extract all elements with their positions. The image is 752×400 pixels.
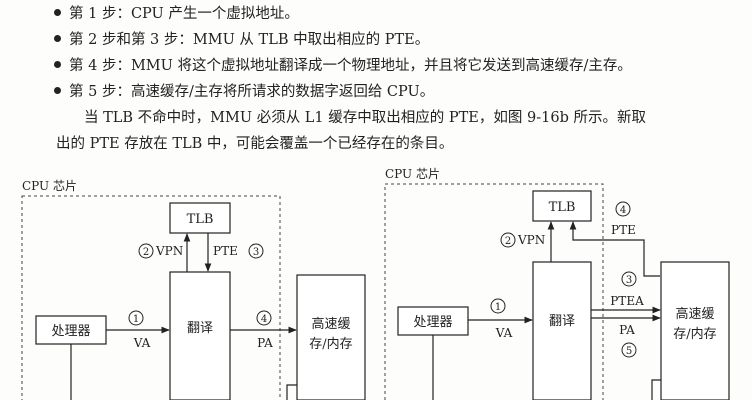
bullet-icon (54, 34, 61, 42)
pte-label: PTE (611, 223, 636, 237)
vpn-label: VPN (517, 233, 545, 247)
step-1-item: 第 1 步：CPU 产生一个虚拟地址。 (54, 4, 299, 24)
cpu-chip-boundary (384, 183, 604, 400)
step-1-number: 1 (495, 302, 501, 313)
cache-memory-box (660, 261, 730, 400)
tlb-box (532, 190, 592, 222)
step-1-circle (490, 298, 506, 314)
vpn-label: VPN (155, 244, 183, 258)
cache-label-line-2: 存/内存 (309, 336, 352, 352)
step-4-circle (615, 201, 631, 217)
translate-box (532, 261, 592, 400)
pa-label: PA (257, 336, 273, 350)
cpu-chip-boundary (21, 195, 281, 400)
step-3-text: 第 4 步：MMU 将这个虚拟地址翻译成一个物理地址，并且将它发送到高速缓存/主… (69, 58, 632, 74)
processor-box (35, 315, 107, 345)
step-1-text: 第 1 步：CPU 产生一个虚拟地址。 (69, 6, 299, 22)
va-label: VA (495, 326, 513, 340)
step-1-circle (128, 310, 144, 326)
step-5-number: 5 (626, 346, 632, 357)
diagram-b: CPU 芯片 TLB 翻译 处理器 高速缓 存/内存 1 VA 2 VPN 4 … (384, 167, 730, 400)
step-5-circle (621, 342, 637, 358)
step-2-circle (138, 243, 154, 259)
bullet-icon (54, 8, 61, 16)
ptea-label: PTEA (610, 294, 644, 308)
step-4-circle (256, 310, 272, 326)
step-3-item: 第 4 步：MMU 将这个虚拟地址翻译成一个物理地址，并且将它发送到高速缓存/主… (54, 56, 632, 76)
translate-box (169, 271, 231, 400)
cpu-chip-label: CPU 芯片 (22, 179, 77, 193)
step-4-item: 第 5 步：高速缓存/主存将所请求的数据字返回给 CPU。 (54, 82, 434, 102)
translate-label: 翻译 (549, 314, 575, 329)
step-4-number: 4 (620, 205, 626, 216)
processor-box (397, 306, 469, 336)
step-2-circle (500, 232, 516, 248)
va-label: VA (133, 336, 151, 350)
tlb-label: TLB (187, 212, 214, 227)
step-1-number: 1 (133, 314, 139, 325)
tlb-label: TLB (549, 200, 576, 215)
cache-label-line-1: 高速缓 (311, 316, 350, 332)
processor-label: 处理器 (413, 315, 452, 330)
step-3-number: 3 (626, 275, 632, 286)
translate-label: 翻译 (187, 321, 213, 336)
step-3-circle (621, 271, 637, 287)
step-3-number: 3 (253, 247, 259, 258)
step-2-number: 2 (505, 236, 511, 247)
diagram-a: CPU 芯片 TLB 翻译 处理器 高速缓 存/内存 1 VA 2 VPN PT… (21, 179, 366, 400)
cache-memory-box (296, 274, 366, 400)
step-4-text: 第 5 步：高速缓存/主存将所请求的数据字返回给 CPU。 (69, 84, 435, 100)
processor-label: 处理器 (51, 324, 90, 339)
pa-label: PA (619, 323, 635, 337)
tlb-box (169, 202, 231, 234)
pte-return-arrow (569, 221, 660, 277)
step-2-item: 第 2 步和第 3 步：MMU 从 TLB 中取出相应的 PTE。 (54, 30, 429, 50)
bullet-icon (54, 86, 61, 94)
cpu-chip-label: CPU 芯片 (385, 167, 440, 181)
paragraph-line-1: 当 TLB 不命中时，MMU 必须从 L1 缓存中取出相应的 PTE，如图 9-… (84, 110, 646, 126)
step-2-text: 第 2 步和第 3 步：MMU 从 TLB 中取出相应的 PTE。 (69, 32, 430, 48)
cache-label-line-2: 存/内存 (673, 326, 716, 342)
step-3-circle (248, 243, 264, 259)
pte-label: PTE (213, 244, 238, 258)
step-2-number: 2 (143, 247, 149, 258)
step-4-number: 4 (261, 314, 267, 325)
bullet-icon (54, 60, 61, 68)
paragraph-line-2: 出的 PTE 存放在 TLB 中，可能会覆盖一个已经存在的条目。 (56, 136, 454, 152)
cache-label-line-1: 高速缓 (675, 306, 714, 322)
